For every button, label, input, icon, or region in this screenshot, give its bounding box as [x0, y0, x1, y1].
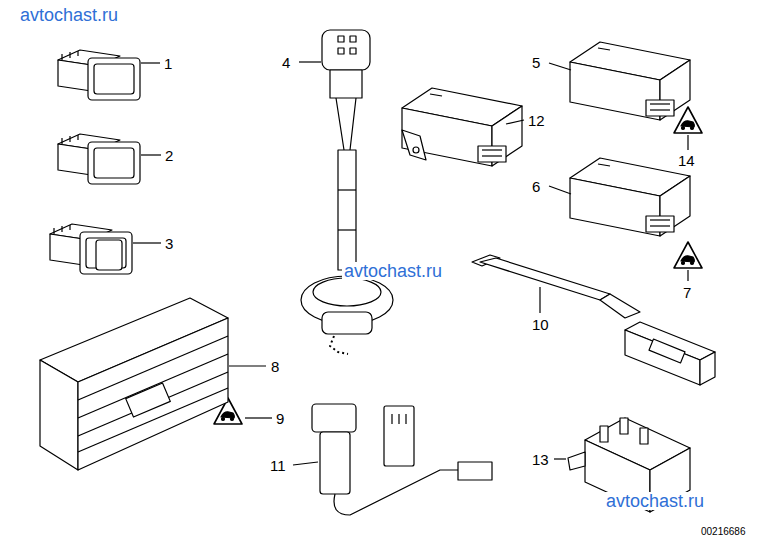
- callout-number: 3: [163, 235, 175, 252]
- watermark: avtochast.ru: [342, 262, 444, 280]
- callout-number: 11: [268, 457, 288, 474]
- callout-number: 7: [681, 284, 693, 301]
- callout-number: 13: [530, 451, 551, 468]
- watermark: avtochast.ru: [604, 492, 706, 510]
- callout-number: 14: [676, 152, 697, 169]
- watermark: avtochast.ru: [18, 6, 120, 24]
- callout-number: 12: [526, 112, 547, 129]
- callout-number: 10: [530, 316, 551, 333]
- callout-number: 2: [163, 147, 175, 164]
- drawing-number: 00216686: [701, 527, 746, 537]
- callout-number: 1: [162, 55, 174, 72]
- callout-number: 4: [280, 54, 292, 71]
- callout-number: 6: [530, 178, 542, 195]
- callout-number: 8: [269, 358, 281, 375]
- callout-number: 5: [530, 54, 542, 71]
- callout-number: 9: [274, 410, 286, 427]
